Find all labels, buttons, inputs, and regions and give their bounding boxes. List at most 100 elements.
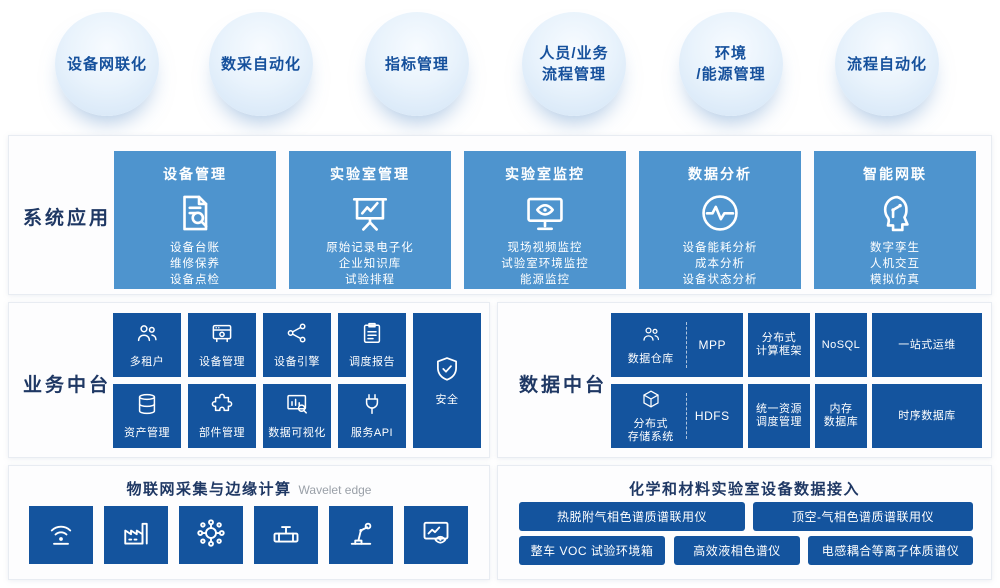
combo-tile-data-warehouse-mpp: 数据仓库 MPP <box>611 313 743 377</box>
puzzle-icon <box>210 392 234 421</box>
circle-device-networking: 设备网联化 <box>55 12 159 116</box>
tile-multi-tenant: 多租户 <box>113 313 181 377</box>
tile-label: 数据仓库 <box>627 353 674 365</box>
app-card-lab-monitoring: 实验室监控 现场视频监控 试验室环境监控 能源监控 <box>464 151 626 289</box>
tile-parts-management: 部件管理 <box>188 384 256 448</box>
monitor-chart-icon <box>421 518 451 553</box>
tile-label: 内存 数据库 <box>823 403 859 428</box>
circle-personnel-process-management: 人员/业务 流程管理 <box>522 12 626 116</box>
plug-icon <box>360 392 384 421</box>
circle-process-automation: 流程自动化 <box>835 12 939 116</box>
tile-label: 资产管理 <box>124 427 170 439</box>
iot-edge-panel: 物联网采集与边缘计算 Wavelet edge <box>8 465 490 580</box>
tile-unified-resource-scheduling: 统一资源 调度管理 <box>748 384 810 448</box>
app-card-lab-management: 实验室管理 原始记录电子化 企业知识库 试验排程 <box>289 151 451 289</box>
tech-tag: HDFS <box>694 409 730 423</box>
tile-security: 安全 <box>413 313 481 448</box>
circle-label: 设备网联化 <box>66 55 147 73</box>
section-label-system-apps: 系统应用 <box>23 208 112 229</box>
system-apps-panel: 系统应用 设备管理 设备台账 维修保养 设备点检 实验室管理 原始记录电子化 企… <box>8 135 992 295</box>
combo-tile-distributed-storage-hdfs: 分布式 存储系统 HDFS <box>611 384 743 448</box>
app-card-title: 实验室管理 <box>330 166 410 182</box>
iot-tile-monitor-chart <box>404 506 468 564</box>
app-card-lines: 设备台账 维修保养 设备点检 <box>170 242 220 286</box>
iot-tile-factory <box>104 506 168 564</box>
tile-label: 分布式 存储系统 <box>627 417 674 443</box>
circle-label: 数采自动化 <box>220 55 301 73</box>
shield-icon <box>433 355 461 388</box>
app-card-intelligent-networking: 智能网联 数字孪生 人机交互 模拟仿真 <box>814 151 976 289</box>
tile-nosql: NoSQL <box>815 313 867 377</box>
tile-label: 调度报告 <box>349 356 395 368</box>
report-icon <box>360 321 384 350</box>
monitor-eye-icon <box>464 189 626 237</box>
tile-label: 多租户 <box>129 356 165 368</box>
tile-label: 分布式 计算框架 <box>756 332 802 357</box>
document-search-icon <box>114 189 276 237</box>
circle-environment-energy-management: 环境 /能源管理 <box>679 12 783 116</box>
tile-label: 设备管理 <box>199 356 245 368</box>
cube-icon <box>641 389 661 414</box>
share-nodes-icon <box>285 321 309 350</box>
robot-arm-icon <box>346 518 376 553</box>
lab-title-row: 化学和材料实验室设备数据接入 <box>498 478 991 499</box>
factory-icon <box>121 518 151 553</box>
circle-data-acquisition-automation: 数采自动化 <box>209 12 313 116</box>
iot-subtitle: Wavelet edge <box>298 483 372 497</box>
app-card-equipment-management: 设备管理 设备台账 维修保养 设备点检 <box>114 151 276 289</box>
iot-tile-robot-arm <box>329 506 393 564</box>
tile-label: 设备引擎 <box>274 356 320 368</box>
users-icon <box>641 324 661 349</box>
tile-label: 安全 <box>435 393 459 406</box>
tile-label: NoSQL <box>821 338 861 351</box>
instrument-button-hplc: 高效液相色谱仪 <box>674 536 800 565</box>
lab-title: 化学和材料实验室设备数据接入 <box>628 481 860 498</box>
business-platform-panel: 业务中台 多租户 设备管理 设备引擎 调度报告 资产管理 部件管理 数据可视化 <box>8 302 490 458</box>
dashed-divider <box>685 322 687 368</box>
dashed-divider <box>685 393 687 439</box>
app-card-title: 智能网联 <box>863 166 927 182</box>
chart-search-icon <box>285 392 309 421</box>
iot-tile-valve <box>254 506 318 564</box>
machine-icon <box>210 321 234 350</box>
combo-left: 数据仓库 <box>616 324 686 366</box>
app-card-lines: 数字孪生 人机交互 模拟仿真 <box>870 242 920 286</box>
circle-label: 指标管理 <box>384 55 449 73</box>
tile-time-series-database: 时序数据库 <box>872 384 982 448</box>
tile-device-engine: 设备引擎 <box>263 313 331 377</box>
app-card-lines: 设备能耗分析 成本分析 设备状态分析 <box>682 242 758 286</box>
network-nodes-icon <box>196 518 226 553</box>
section-label-data-platform: 数据中台 <box>519 375 608 396</box>
tile-one-stop-ops: 一站式运维 <box>872 313 982 377</box>
tile-equipment-management: 设备管理 <box>188 313 256 377</box>
circle-label: 环境 /能源管理 <box>696 45 766 83</box>
instrument-button-headspace-gcms: 顶空-气相色谱质谱联用仪 <box>753 502 973 531</box>
tile-in-memory-database: 内存 数据库 <box>815 384 867 448</box>
tile-service-api: 服务API <box>338 384 406 448</box>
valve-icon <box>271 518 301 553</box>
database-icon <box>135 392 159 421</box>
app-card-title: 数据分析 <box>688 166 752 182</box>
app-card-lines: 现场视频监控 试验室环境监控 能源监控 <box>501 242 589 286</box>
tile-label: 一站式运维 <box>898 338 956 351</box>
app-card-data-analysis: 数据分析 设备能耗分析 成本分析 设备状态分析 <box>639 151 801 289</box>
combo-left: 分布式 存储系统 <box>616 389 686 444</box>
tile-label: 服务API <box>350 427 394 439</box>
pulse-circle-icon <box>639 189 801 237</box>
presentation-chart-icon <box>289 189 451 237</box>
iot-title-row: 物联网采集与边缘计算 Wavelet edge <box>9 478 489 499</box>
instrument-button-icp-ms: 电感耦合等离子体质谱仪 <box>808 536 973 565</box>
tile-asset-management: 资产管理 <box>113 384 181 448</box>
lab-access-panel: 化学和材料实验室设备数据接入 热脱附气相色谱质谱联用仪 顶空-气相色谱质谱联用仪… <box>497 465 992 580</box>
instrument-button-td-gcms: 热脱附气相色谱质谱联用仪 <box>519 502 745 531</box>
app-card-title: 设备管理 <box>163 166 227 182</box>
users-icon <box>135 321 159 350</box>
iot-tile-sensor <box>29 506 93 564</box>
section-label-business-platform: 业务中台 <box>23 375 112 396</box>
app-card-title: 实验室监控 <box>505 166 585 182</box>
tile-label: 时序数据库 <box>898 409 956 422</box>
data-platform-panel: 数据中台 数据仓库 MPP 分布式 计算框架 NoSQL 一站式运维 分布式 存… <box>497 302 992 458</box>
sensor-icon <box>46 518 76 553</box>
iot-title: 物联网采集与边缘计算 <box>126 481 292 498</box>
instrument-button-voc-chamber: 整车 VOC 试验环境箱 <box>519 536 665 565</box>
